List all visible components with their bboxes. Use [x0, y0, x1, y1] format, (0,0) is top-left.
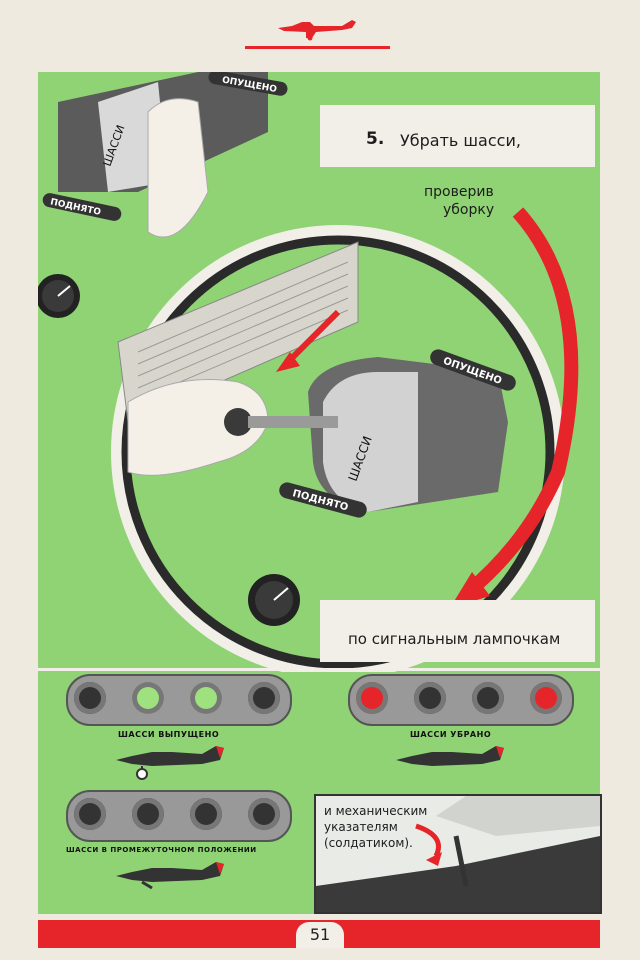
airplane-header-icon [278, 20, 356, 41]
lamp-extended-2 [132, 682, 164, 714]
airplane-gear-up-icon [396, 746, 504, 766]
check-label-line2: уборку [443, 202, 495, 218]
lamp-intermediate-2 [132, 798, 164, 830]
caption-intermediate: ШАССИ В ПРОМЕЖУТОЧНОМ ПОЛОЖЕНИИ [66, 846, 257, 854]
signal-label: по сигнальным лампочкам [348, 630, 561, 648]
airplane-gear-intermediate-icon [116, 862, 224, 890]
lamp-retracted-2 [414, 682, 446, 714]
lamp-retracted-1 [356, 682, 388, 714]
step-title: Убрать шасси, [400, 131, 521, 150]
lamp-retracted-3 [472, 682, 504, 714]
step-panel [320, 105, 595, 167]
mechanical-line2: указателям [324, 820, 398, 834]
cockpit-illustration: ШАССИ ОПУЩЕНО ПОДНЯТО ШАССИ [38, 72, 579, 672]
airplane-gear-down-icon [116, 746, 224, 780]
page-number: 51 [296, 922, 344, 948]
mechanical-line3: (солдатиком). [324, 836, 413, 850]
lamp-extended-1 [74, 682, 106, 714]
wing-illustration [316, 796, 600, 912]
header-underline [245, 46, 390, 49]
mechanical-indicator-panel: и механическим указателям (солдатиком). [314, 794, 602, 914]
signal-panel [320, 600, 595, 662]
mechanical-line1: и механическим [324, 804, 428, 818]
lamp-intermediate-1 [74, 798, 106, 830]
caption-extended: ШАССИ ВЫПУЩЕНО [118, 730, 220, 739]
section-divider [38, 668, 600, 671]
check-label-line1: проверив [424, 184, 494, 200]
lamp-retracted-4 [530, 682, 562, 714]
lamp-intermediate-4 [248, 798, 280, 830]
caption-retracted: ШАССИ УБРАНО [410, 730, 492, 739]
lamp-intermediate-3 [190, 798, 222, 830]
lamp-extended-3 [190, 682, 222, 714]
step-number: 5. [366, 129, 385, 149]
lamp-extended-4 [248, 682, 280, 714]
